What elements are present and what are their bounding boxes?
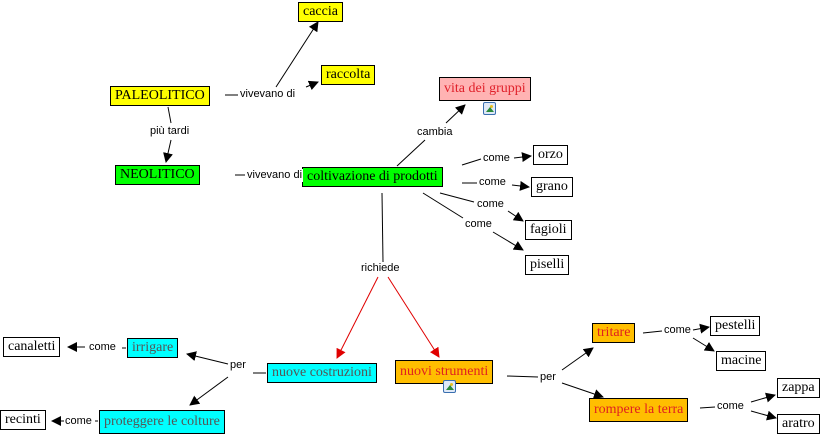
node-piselli[interactable]: piselli <box>525 255 570 275</box>
arrow-to-neolitico <box>163 139 173 163</box>
arrow-to-raccolta <box>305 80 319 91</box>
arrow-to-rompere <box>561 382 604 399</box>
link-label-come: come <box>464 218 493 231</box>
link-colt-orzo <box>461 158 482 166</box>
arrow-to-irrigare <box>186 351 229 365</box>
node-zappa[interactable]: zappa <box>777 378 820 398</box>
arrow-to-grano <box>511 180 530 191</box>
arrow-to-fagioli <box>507 210 524 222</box>
node-fagioli[interactable]: fagioli <box>525 220 572 240</box>
node-coltivazione[interactable]: coltivazione di prodotti <box>302 167 443 187</box>
node-grano[interactable]: grano <box>531 177 573 197</box>
node-pestelli[interactable]: pestelli <box>710 316 761 336</box>
link-label-per: per <box>539 371 557 384</box>
arrow-to-zappa <box>750 392 776 403</box>
arrow-to-piselli <box>492 231 524 251</box>
link-colt-piselli <box>422 192 464 219</box>
node-orzo[interactable]: orzo <box>533 145 568 165</box>
link-label-vivevano-di: vivevano di <box>246 169 304 182</box>
arrow-to-nuove-costruzioni <box>336 276 379 359</box>
arrow-to-proteggere <box>189 376 229 406</box>
link-label-cambia: cambia <box>416 126 454 139</box>
link-tritare-come <box>642 330 663 334</box>
node-aratro[interactable]: aratro <box>777 414 820 434</box>
arrow-to-tritare <box>561 347 594 371</box>
arrow-to-vita <box>445 104 466 124</box>
link-label-come: come <box>476 198 505 211</box>
link-rompere-come <box>699 406 716 409</box>
link-label-per: per <box>229 359 247 372</box>
link-colt-cambia <box>396 139 426 167</box>
arrow-to-nuovi-strumenti <box>387 276 440 358</box>
link-colt-fagioli <box>439 192 475 203</box>
link-label-come: come <box>663 324 692 337</box>
link-label-come: come <box>482 152 511 165</box>
node-rompere-la-terra[interactable]: rompere la terra <box>589 398 689 422</box>
link-paleo-piutardi <box>167 106 172 124</box>
node-tritare[interactable]: tritare <box>592 323 636 343</box>
arrow-to-macine <box>692 337 715 352</box>
link-strum-per <box>506 375 539 378</box>
link-label-piu-tardi: più tardi <box>149 125 191 138</box>
image-icon[interactable] <box>443 380 456 393</box>
node-paleolitico[interactable]: PALEOLITICO <box>110 86 210 106</box>
node-nuove-costruzioni[interactable]: nuove costruzioni <box>267 363 377 383</box>
link-label-come: come <box>88 341 117 354</box>
link-label-come: come <box>716 400 745 413</box>
image-icon[interactable] <box>483 102 496 115</box>
arrow-to-pestelli <box>692 323 710 334</box>
node-caccia[interactable]: caccia <box>298 2 343 22</box>
node-canaletti[interactable]: canaletti <box>3 337 61 357</box>
link-colt-richiede <box>381 192 384 263</box>
arrow-to-orzo <box>513 152 532 163</box>
link-label-richiede: richiede <box>360 262 401 275</box>
arrow-to-caccia <box>275 21 319 88</box>
node-raccolta[interactable]: raccolta <box>321 65 376 85</box>
node-proteggere-le-colture[interactable]: proteggere le colture <box>99 410 225 434</box>
node-vita-dei-gruppi[interactable]: vita dei gruppi <box>439 77 531 101</box>
link-label-vivevano-di: vivevano di <box>239 88 297 101</box>
node-recinti[interactable]: recinti <box>0 410 46 430</box>
link-label-come: come <box>64 415 93 428</box>
link-label-come: come <box>478 176 507 189</box>
arrow-to-aratro <box>750 410 777 421</box>
node-neolitico[interactable]: NEOLITICO <box>115 165 200 185</box>
node-irrigare[interactable]: irrigare <box>127 338 179 358</box>
node-macine[interactable]: macine <box>716 351 767 371</box>
